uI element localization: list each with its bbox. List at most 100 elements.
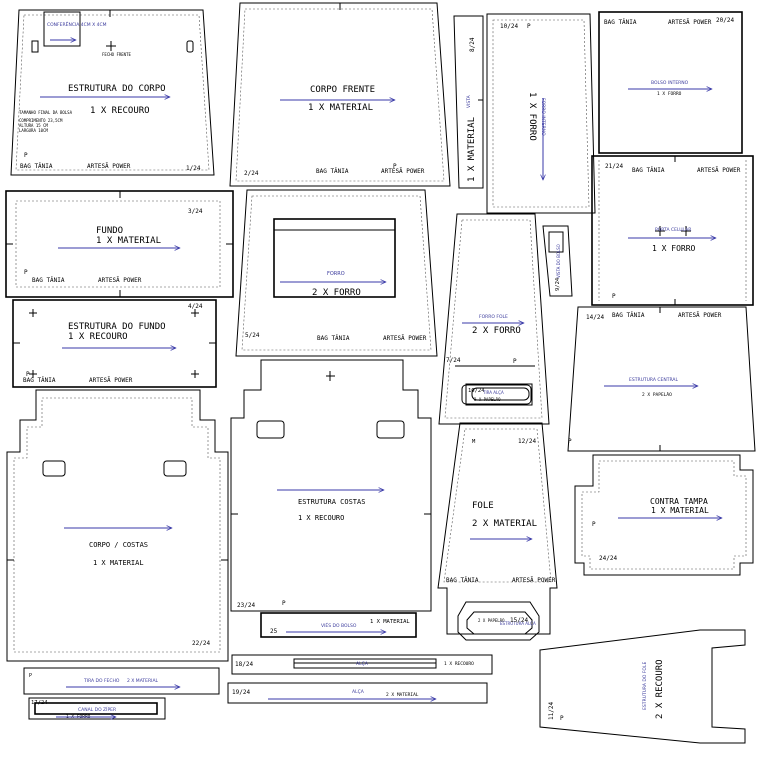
piece-qty: 2 X MATERIAL [472, 519, 537, 529]
brand-left: BAG TÂNIA [604, 19, 637, 26]
piece-title: ESTRUTURA CENTRAL [629, 377, 678, 383]
piece-number: 3/24 [188, 208, 203, 215]
piece-title: ALÇA [356, 661, 369, 667]
piece-title: FOLE [472, 501, 494, 511]
piece-qty: 1 X MATERIAL [370, 619, 410, 625]
piece-number: 16/24 [468, 388, 485, 394]
feature-label: FECHO FRENTE [102, 52, 131, 57]
piece-canal-do-ziper: 17/24 CANAL DO ZÍPER 1 X FORRO [28, 697, 166, 720]
piece-qty: 1 X MATERIAL [308, 103, 373, 113]
piece-title: ESTRUTURA DO CORPO [68, 84, 166, 94]
piece-number: 8/24 [469, 37, 476, 52]
piece-number: 20/24 [716, 17, 734, 24]
piece-number: 22/24 [192, 640, 210, 647]
piece-number: 9/24 [555, 277, 561, 291]
piece-title: CORPO / COSTAS [89, 541, 148, 549]
piece-qty: 2 X MATERIAL [386, 692, 419, 698]
reference-square [43, 11, 81, 47]
piece-forro: FORRO 2 X FORRO 5/24 BAG TÂNIA ARTESÃ PO… [235, 189, 438, 357]
piece-number: 10/24 [500, 23, 518, 30]
brand-right: ARTESÃ POWER [697, 167, 741, 174]
piece-number: 17/24 [31, 700, 48, 706]
marker-p: P [568, 438, 572, 445]
piece-number: 5/24 [245, 332, 260, 339]
info-line: LARGURA 10CM [19, 128, 48, 133]
piece-title: VISTA DO BOLSO [556, 244, 561, 278]
piece-title: PORTA CELULAR [655, 227, 691, 233]
piece-estrutura-alca: 2 X PAPELÃO ESTRUTURA ALÇA 15/24 [457, 601, 540, 641]
piece-number: 1/24 [186, 165, 201, 172]
reference-square-label: CONFERÊNCIA 4CM X 4CM [47, 20, 107, 28]
piece-number: 4/24 [188, 303, 203, 310]
piece-title: CONTRA TAMPA [650, 497, 708, 506]
piece-vista: 8/24 VISTA 1 X MATERIAL [453, 15, 484, 189]
piece-number: 14/24 [586, 314, 604, 321]
piece-qty: 1 X FORRO [527, 92, 537, 141]
marker-p: P [527, 23, 531, 30]
brand-left: BAG TÂNIA [23, 377, 56, 384]
brand-left: BAG TÂNIA [317, 335, 350, 342]
piece-number: 23/24 [237, 602, 255, 609]
piece-qty: 1 X MATERIAL [93, 559, 144, 567]
piece-fundo: 3/24 FUNDO 1 X MATERIAL P BAG TÂNIA ARTE… [5, 190, 234, 298]
piece-qty: 2 X PAPELÃO [478, 618, 505, 623]
marker-p: P [24, 269, 28, 276]
piece-number: 2/24 [244, 170, 259, 177]
brand-left: BAG TÂNIA [612, 312, 645, 319]
piece-estrutura-costas: ESTRUTURA COSTAS 1 X RECOURO 23/24 P [230, 359, 432, 612]
piece-vies-do-bolso: 25 VIÉS DO BOLSO 1 X MATERIAL [260, 612, 417, 638]
marker-p: P [29, 673, 32, 679]
piece-qty: 2 X PAPELÃO [642, 391, 672, 398]
piece-estrutura-do-corpo: CONFERÊNCIA 4CM X 4CM FECHO FRENTE ESTRU… [10, 9, 215, 176]
brand-left: BAG TÂNIA [632, 167, 665, 174]
marker-m: M [472, 439, 476, 445]
magnet-slot-left [42, 460, 66, 477]
brand-left: BAG TÂNIA [20, 163, 53, 170]
piece-corpo-frente: CORPO FRENTE 1 X MATERIAL 2/24 BAG TÂNIA… [229, 2, 451, 187]
piece-estrutura-central: 14/24 BAG TÂNIA ARTESÃ POWER ESTRUTURA C… [567, 306, 756, 452]
piece-qty: 1 X MATERIAL [467, 117, 477, 182]
piece-title: CANAL DO ZÍPER [78, 706, 116, 713]
piece-tira-do-fecho: P TIRA DO FECHO 2 X MATERIAL [23, 667, 220, 695]
magnet-slot-left [31, 40, 39, 53]
piece-number: 18/24 [235, 661, 253, 668]
piece-qty: 1 X FORRO [652, 244, 696, 253]
piece-title: TIRA DO FECHO [83, 678, 120, 684]
piece-qty: 2 X PAPELÃO [474, 397, 501, 402]
piece-estrutura-do-fundo: 4/24 ESTRUTURA DO FUNDO 1 X RECOURO P BA… [12, 299, 217, 388]
brand-right: ARTESÃ POWER [381, 168, 425, 175]
piece-number: 24/24 [599, 555, 617, 562]
piece-qty: 2 X FORRO [472, 326, 521, 336]
piece-qty: 1 X RECOURO [298, 514, 344, 522]
piece-alca-material: 19/24 ALÇA 2 X MATERIAL [227, 682, 488, 704]
marker-p: P [393, 163, 397, 170]
info-line: ALTURA 15 CM [19, 123, 48, 128]
brand-left: BAG TÂNIA [32, 277, 65, 284]
piece-porta-celular: 21/24 BAG TÂNIA ARTESÃ POWER PORTA CELUL… [591, 155, 754, 306]
piece-qty: 1 X MATERIAL [96, 236, 161, 246]
brand-right: ARTESÃ POWER [98, 277, 142, 284]
piece-title: ESTRUTURA DO FOLE [642, 662, 648, 710]
piece-qty: 1 X MATERIAL [651, 506, 709, 515]
piece-bolso-interno: BAG TÂNIA ARTESÃ POWER 20/24 BOLSO INTER… [598, 11, 743, 154]
piece-alca-recouro: 18/24 ALÇA 1 X RECOURO [231, 654, 493, 675]
piece-qty: 1 X RECOURO [90, 106, 150, 116]
piece-tira-alca: 16/24 TIRA ALÇA 2 X PAPELÃO [465, 383, 533, 406]
piece-number: 21/24 [605, 163, 623, 170]
piece-title: ESTRUTURA COSTAS [298, 498, 365, 506]
piece-number: 12/24 [518, 438, 536, 445]
marker-p: P [24, 152, 28, 159]
brand-right: ARTESÃ POWER [383, 335, 427, 342]
magnet-slot-left [256, 420, 285, 439]
brand-right: ARTESÃ POWER [668, 19, 712, 26]
piece-vista-do-bolso: 9/24 VISTA DO BOLSO [542, 225, 573, 297]
piece-forro-fole: FORRO FOLE 2 X FORRO 7/24 P [438, 213, 550, 425]
piece-forro-interno: 10/24 P 1 X FORRO FORRO INTERNO [486, 13, 596, 214]
brand-right: ARTESÃ POWER [89, 377, 133, 384]
brand-left: BAG TÂNIA [316, 168, 349, 175]
piece-qty: 2 X RECOURO [655, 659, 665, 719]
piece-title: FORRO [327, 271, 345, 277]
piece-number: 15/24 [510, 617, 528, 624]
piece-qty: 1 X RECOURO [444, 661, 474, 667]
